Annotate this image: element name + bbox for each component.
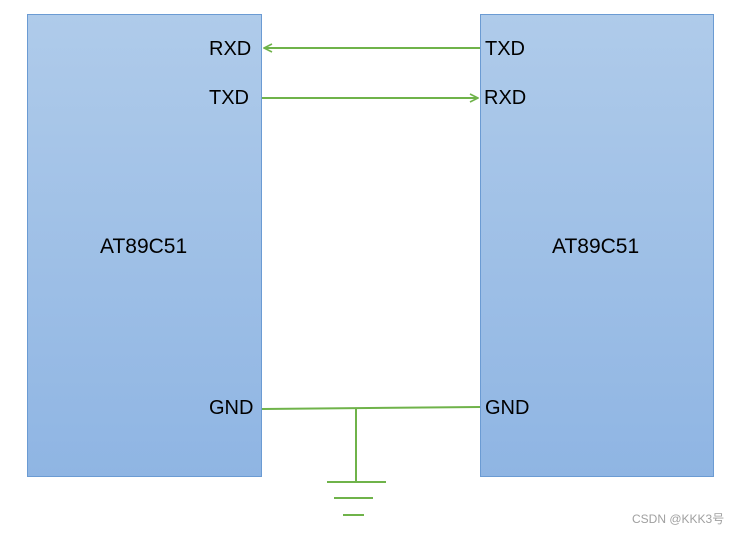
left-chip-name: AT89C51	[100, 235, 188, 258]
right-gnd-pin-label: GND	[485, 397, 530, 419]
left-txd-pin-label: TXD	[209, 87, 249, 109]
ground-symbol-icon	[327, 481, 386, 516]
left-rxd-pin-label: RXD	[209, 38, 252, 60]
right-rxd-pin-label: RXD	[484, 87, 527, 109]
left-gnd-pin-label: GND	[209, 397, 254, 419]
right-txd-pin-label: TXD	[485, 38, 525, 60]
right-chip-name: AT89C51	[552, 235, 640, 258]
watermark: CSDN @KKK3号	[632, 512, 725, 526]
left-microcontroller-block	[27, 14, 262, 477]
right-microcontroller-block	[480, 14, 714, 477]
gnd-wire	[261, 406, 481, 410]
